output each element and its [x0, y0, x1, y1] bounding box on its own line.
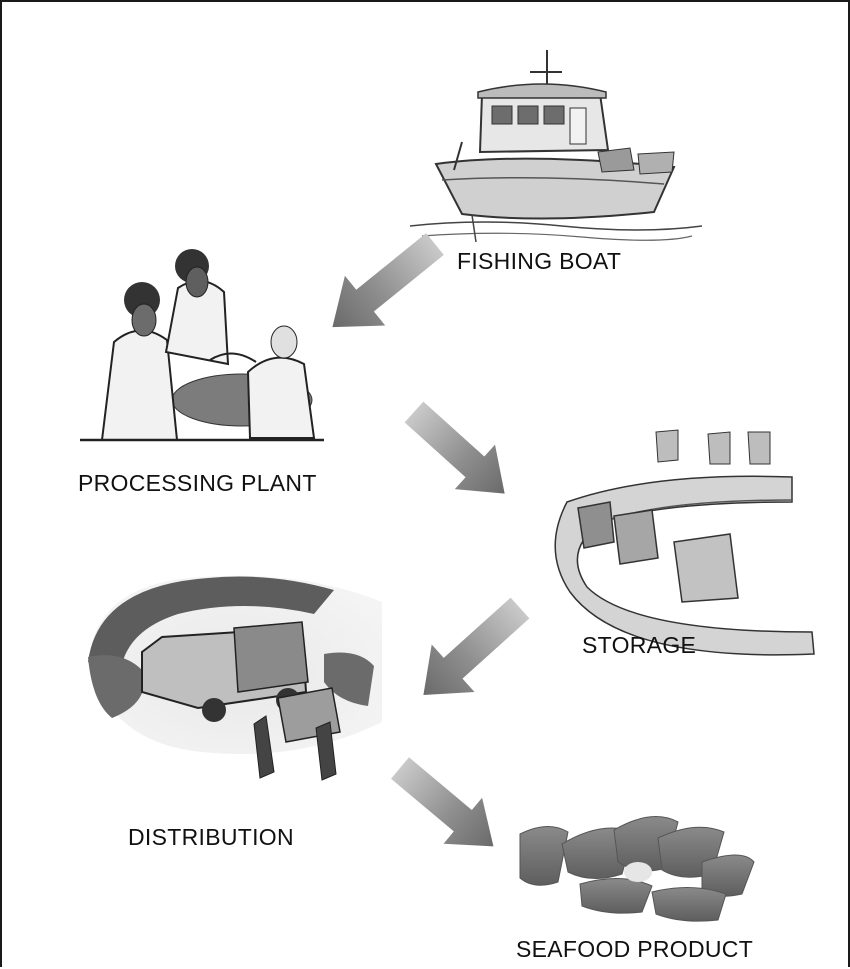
arrow-storage-to-distribution: [423, 597, 530, 695]
arrow-boat-to-processing: [332, 233, 444, 328]
seafood-product-illustration: [519, 816, 755, 922]
arrow-distribution-to-seafood: [391, 757, 494, 847]
arrow-processing-to-storage: [404, 401, 505, 494]
stage-label-processing-plant: PROCESSING PLANT: [78, 470, 317, 496]
processing-plant-illustration: [80, 249, 324, 442]
fishing-boat-illustration: [409, 50, 703, 243]
distribution-illustration: [88, 575, 382, 781]
storage-illustration: [554, 429, 815, 656]
stage-label-seafood-product: SEAFOOD PRODUCT: [516, 936, 754, 962]
stage-label-distribution: DISTRIBUTION: [128, 824, 294, 850]
stage-label-fishing-boat: FISHING BOAT: [457, 248, 622, 274]
stage-label-storage: STORAGE: [582, 632, 697, 658]
